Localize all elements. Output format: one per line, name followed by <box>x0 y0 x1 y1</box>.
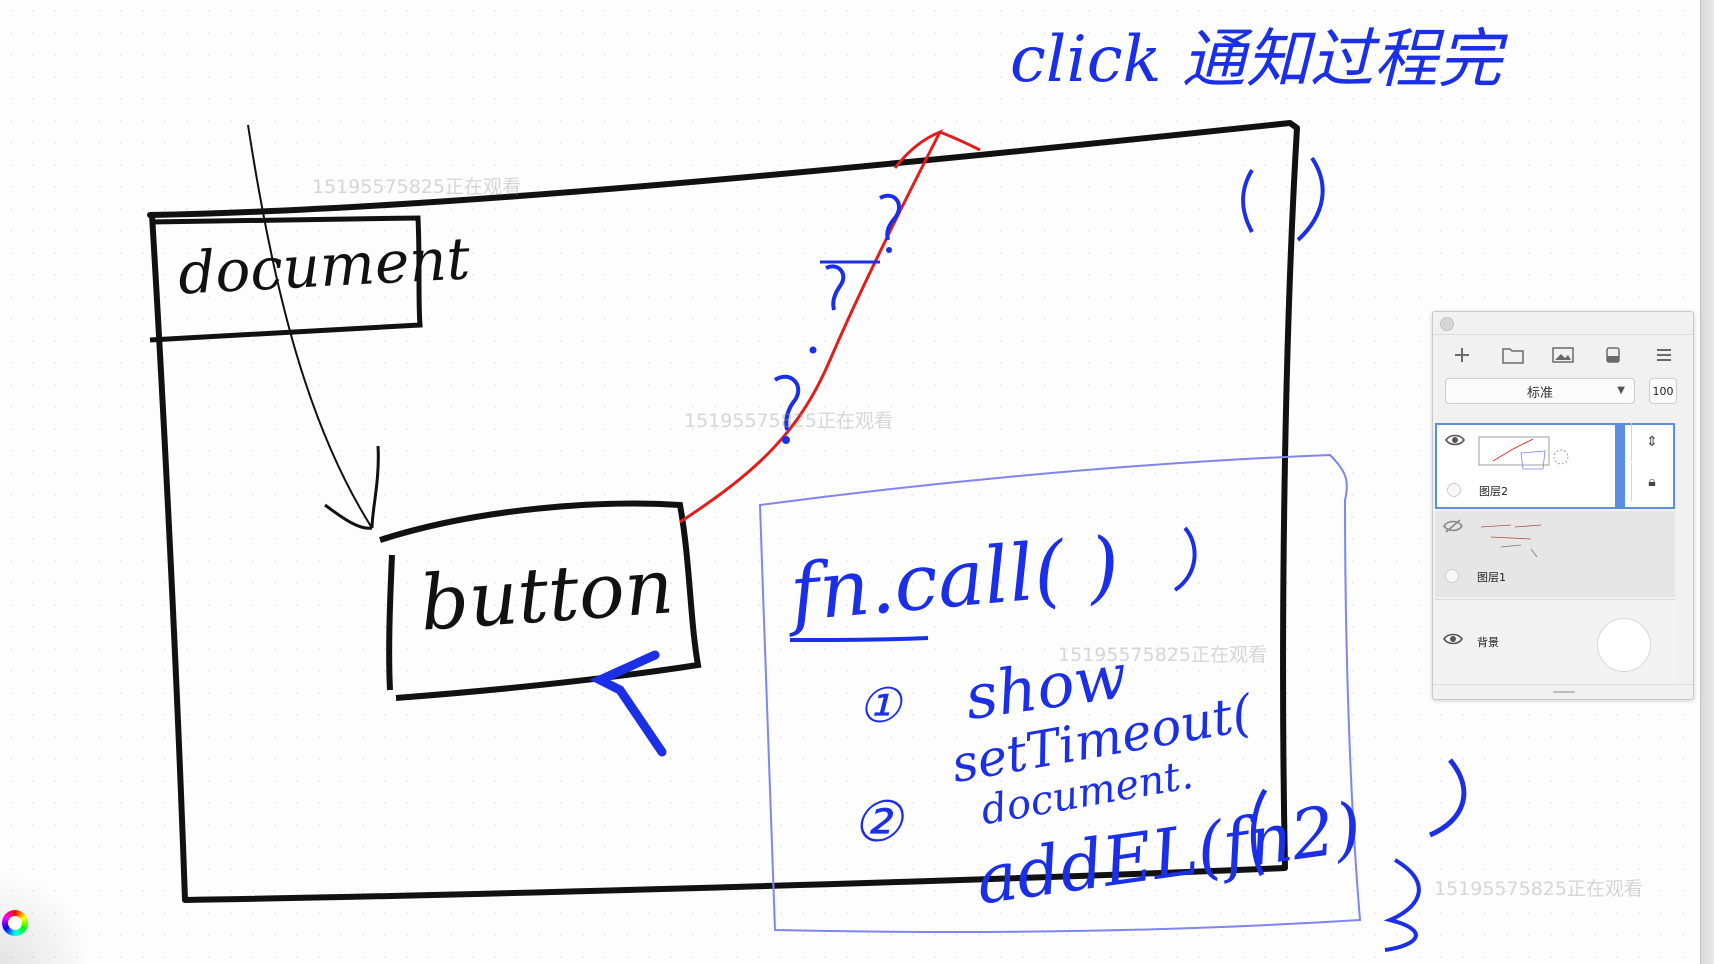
color-wheel-icon[interactable] <box>2 910 28 936</box>
blend-row: 标准 ▼ 100 <box>1433 375 1693 409</box>
close-icon[interactable] <box>1440 317 1454 331</box>
layer-item[interactable]: 图层1 <box>1435 511 1675 597</box>
layer-select-radio[interactable] <box>1445 569 1459 583</box>
closing-brace-mark <box>1383 858 1421 952</box>
question-marks <box>773 193 901 431</box>
document-label-box <box>149 215 423 343</box>
resize-grip-icon[interactable] <box>1553 691 1575 693</box>
chevron-down-icon: ▼ <box>1617 385 1625 396</box>
layer-thumbnail <box>1478 436 1569 470</box>
layer-select-radio[interactable] <box>1447 483 1461 497</box>
panel-footer[interactable] <box>1433 684 1693 699</box>
panel-titlebar[interactable] <box>1433 312 1693 335</box>
parens-mark <box>1241 156 1325 242</box>
step2-number: ② <box>852 790 903 855</box>
window-edge <box>1700 0 1714 964</box>
layer-toolbar <box>1433 335 1693 375</box>
lock-icon[interactable]: 🔒︎ <box>1631 463 1672 501</box>
layer-name: 图层2 <box>1479 485 1508 498</box>
arrow-head <box>324 445 380 530</box>
button-box <box>379 500 702 701</box>
layer-scrollbar[interactable] <box>1615 425 1625 507</box>
layer-name: 图层1 <box>1477 571 1506 584</box>
blend-mode-value: 标准 <box>1526 385 1553 401</box>
opacity-field[interactable]: 100 <box>1649 378 1677 404</box>
blend-mode-select[interactable]: 标准 ▼ <box>1445 378 1635 404</box>
document-frame <box>147 120 1300 903</box>
layer-item[interactable]: 图层2 <box>1435 423 1675 509</box>
click-note: click 通知过程完 <box>1010 23 1502 97</box>
folder-icon[interactable] <box>1497 341 1529 369</box>
bubble-path <box>679 129 981 524</box>
eye-icon[interactable] <box>1443 632 1463 646</box>
code-box <box>758 453 1362 933</box>
clipping-mask-icon[interactable] <box>1597 341 1629 369</box>
layer-side-controls: ⇕ 🔒︎ <box>1631 423 1691 509</box>
layer-item[interactable]: 背景 <box>1435 599 1675 683</box>
image-icon[interactable] <box>1547 341 1579 369</box>
step1-number: ① <box>858 678 902 734</box>
button-label: button <box>417 541 677 648</box>
reorder-icon[interactable]: ⇕ <box>1631 423 1672 461</box>
layer-name: 背景 <box>1477 636 1499 649</box>
background-color-swatch[interactable] <box>1597 618 1651 672</box>
click-cursor-mark <box>589 650 667 757</box>
document-arrow <box>247 124 373 529</box>
menu-icon[interactable] <box>1648 341 1680 369</box>
eye-icon[interactable] <box>1445 433 1465 447</box>
add-layer-icon[interactable] <box>1446 341 1478 369</box>
layers-panel: 标准 ▼ 100 图层2 ⇕ 🔒︎ <box>1432 311 1694 700</box>
layer-thumbnail <box>1480 524 1542 558</box>
eye-hidden-icon[interactable] <box>1443 519 1463 533</box>
